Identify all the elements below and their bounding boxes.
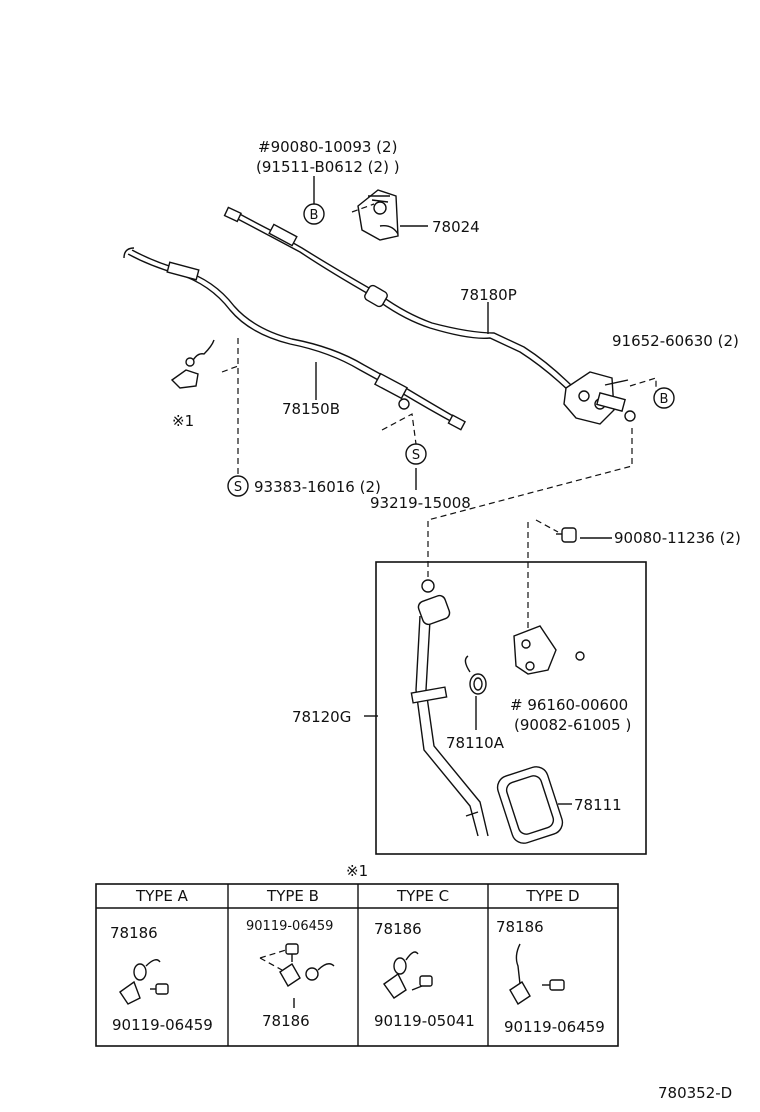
label-bolt-pedal: 90080-11236 (2) bbox=[614, 529, 741, 547]
cable-adjuster bbox=[373, 372, 409, 400]
label-clip-s1: 93383-16016 (2) bbox=[254, 478, 381, 496]
table-note-mark: ※1 bbox=[346, 862, 368, 880]
table-header-type-c: TYPE C bbox=[396, 887, 449, 905]
label-pad: 78111 bbox=[574, 796, 622, 814]
type-d-spring-drawing bbox=[509, 943, 565, 1005]
pedal-assembly-box bbox=[375, 561, 647, 855]
cable-78150b bbox=[123, 247, 467, 431]
pedal-pivot-bushing bbox=[417, 594, 451, 626]
spring-78110a bbox=[464, 655, 487, 695]
svg-text:S: S bbox=[412, 448, 420, 463]
bracket-78024 bbox=[357, 189, 399, 241]
type-a-screw-label: 90119-06459 bbox=[112, 1016, 213, 1034]
leader-lines bbox=[313, 176, 612, 805]
table-header-type-d: TYPE D bbox=[525, 887, 579, 905]
cable-hook-end bbox=[123, 247, 135, 259]
svg-text:B: B bbox=[310, 208, 319, 223]
cable-78180p bbox=[223, 206, 575, 393]
type-c-spring-label: 78186 bbox=[374, 920, 422, 938]
cable-grommet bbox=[364, 284, 388, 308]
label-pedal-lever: 78120G bbox=[292, 708, 351, 726]
type-c-spring-drawing bbox=[383, 951, 433, 999]
svg-text:S: S bbox=[234, 480, 242, 495]
type-table bbox=[95, 883, 619, 1047]
label-bolt-note-2: (91511-B0612 (2) ) bbox=[256, 158, 400, 176]
spring-clip-note1 bbox=[170, 339, 215, 389]
pedal-lever-78120g bbox=[410, 579, 489, 837]
label-bushing-2: (90082-61005 ) bbox=[514, 716, 631, 734]
label-cable-b: 78150B bbox=[282, 400, 340, 418]
figure-code: 780352-D bbox=[658, 1084, 732, 1102]
type-d-spring-label: 78186 bbox=[496, 918, 544, 936]
type-b-spring-label: 78186 bbox=[262, 1012, 310, 1030]
label-bracket: 78024 bbox=[432, 218, 480, 236]
cable-end-lower bbox=[447, 414, 467, 431]
ref-symbol-b-2: B bbox=[653, 387, 675, 409]
type-d-screw-label: 90119-06459 bbox=[504, 1018, 605, 1036]
table-header-type-a: TYPE A bbox=[135, 887, 189, 905]
type-a-spring-label: 78186 bbox=[110, 924, 158, 942]
ref-symbol-s-1: S bbox=[227, 475, 249, 497]
ref-symbol-b-1: B bbox=[303, 203, 325, 225]
label-bushing-1: # 96160-00600 bbox=[510, 696, 628, 714]
table-header-type-b: TYPE B bbox=[266, 887, 319, 905]
cable-end-upper bbox=[223, 206, 242, 223]
ref-symbol-s-2: S bbox=[405, 443, 427, 465]
label-clip-s2: 93219-15008 bbox=[370, 494, 471, 512]
type-b-spring-drawing bbox=[259, 943, 335, 1008]
type-c-screw-label: 90119-05041 bbox=[374, 1012, 475, 1030]
label-spring: 78110A bbox=[446, 734, 505, 752]
type-a-spring-drawing bbox=[119, 959, 169, 1005]
cable-bracket-assembly bbox=[563, 371, 636, 425]
pedal-bracket bbox=[513, 625, 585, 675]
label-cable-p: 78180P bbox=[460, 286, 517, 304]
cable-boot-lower bbox=[166, 261, 200, 281]
type-b-screw-label: 90119-06459 bbox=[246, 919, 333, 934]
label-bolt-note-1: #90080-10093 (2) bbox=[258, 138, 397, 156]
cable-boot-upper bbox=[268, 223, 298, 247]
label-nut: 91652-60630 (2) bbox=[612, 332, 739, 350]
svg-text:B: B bbox=[660, 392, 669, 407]
label-note-mark: ※1 bbox=[172, 412, 194, 430]
bolt-90080-11236 bbox=[556, 527, 577, 543]
reference-lines bbox=[221, 203, 657, 630]
pedal-pad-78111 bbox=[496, 766, 564, 844]
